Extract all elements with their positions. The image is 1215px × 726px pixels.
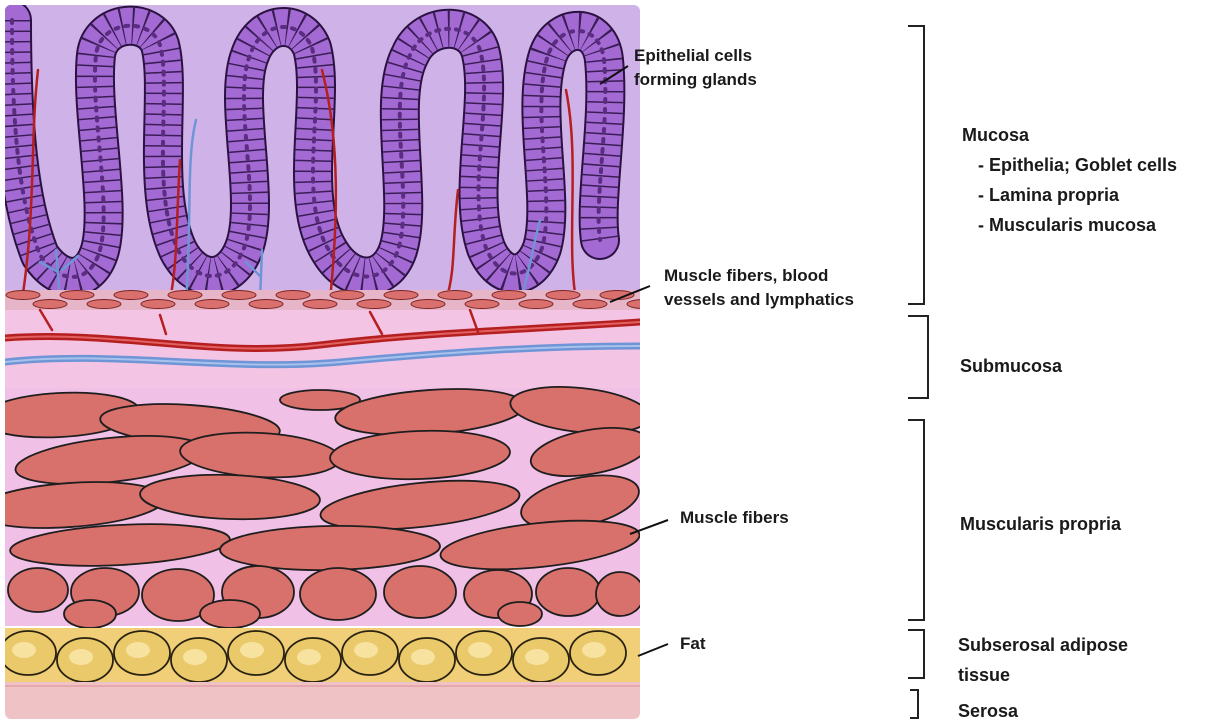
- muscularis-mucosa-cell: [573, 300, 607, 309]
- mucosa-title: Mucosa: [962, 125, 1029, 145]
- muscularis-mucosa-cell: [6, 291, 40, 300]
- muscularis-mucosa-cell: [465, 300, 499, 309]
- callout-glands-label: Epithelial cells forming glands: [634, 44, 757, 92]
- muscle-fiber-cross-section: [596, 572, 644, 616]
- muscularis-mucosa-cell: [411, 300, 445, 309]
- fat-cell-highlight: [582, 642, 606, 658]
- fat-cell-highlight: [69, 649, 93, 665]
- fat-cell-highlight: [468, 642, 492, 658]
- muscularis-mucosa-cell: [222, 291, 256, 300]
- mucosa-item-lamina-propria: - Lamina propria: [962, 180, 1177, 210]
- muscularis-mucosa-cell: [546, 291, 580, 300]
- muscularis-mucosa-cell: [114, 291, 148, 300]
- muscle-fiber-cross-section: [8, 568, 68, 612]
- subserosal-label: Subserosal adipose tissue: [958, 630, 1128, 690]
- brackets: [908, 26, 928, 718]
- muscularis-mucosa-cell: [141, 300, 175, 309]
- muscularis-mucosa-cell: [195, 300, 229, 309]
- fat-cell-highlight: [411, 649, 435, 665]
- muscularis-mucosa-cell: [303, 300, 337, 309]
- fat-cell-highlight: [12, 642, 36, 658]
- fat-cell-highlight: [126, 642, 150, 658]
- fat-cells: [0, 631, 626, 682]
- leader-line-icon: [638, 644, 668, 656]
- submucosa-label: Submucosa: [960, 351, 1062, 381]
- muscularis-mucosa-cell: [384, 291, 418, 300]
- fat-cell-highlight: [183, 649, 207, 665]
- muscularis-propria-label: Muscularis propria: [960, 509, 1121, 539]
- mucosa-item-epithelia: - Epithelia; Goblet cells: [962, 150, 1177, 180]
- muscle-fiber-cross-section: [200, 600, 260, 628]
- muscularis-mucosa-cell: [33, 300, 67, 309]
- bracket-icon: [910, 690, 918, 718]
- muscularis-mucosa-cell: [357, 300, 391, 309]
- bracket-icon: [908, 420, 924, 620]
- callout-fat-label: Fat: [680, 632, 706, 656]
- muscle-fiber-cross-section: [384, 566, 456, 618]
- fat-cell-highlight: [525, 649, 549, 665]
- bracket-icon: [908, 26, 924, 304]
- callout-muscle-vessels-label: Muscle fibers, blood vessels and lymphat…: [664, 264, 854, 312]
- muscle-fiber-cross-section: [64, 600, 116, 628]
- bracket-icon: [908, 316, 928, 398]
- muscle-fiber-cross-section: [300, 568, 376, 620]
- muscularis-mucosa-cell: [249, 300, 283, 309]
- mucosa-item-muscularis-mucosa: - Muscularis mucosa: [962, 210, 1177, 240]
- muscularis-mucosa-cell: [438, 291, 472, 300]
- muscularis-mucosa-cell: [87, 300, 121, 309]
- callout-muscle-fibers-label: Muscle fibers: [680, 506, 789, 530]
- muscularis-mucosa-cell: [60, 291, 94, 300]
- muscularis-mucosa-cell: [519, 300, 553, 309]
- muscle-fiber-cross-section: [536, 568, 600, 616]
- serosa-layer: [5, 682, 640, 722]
- muscularis-mucosa-cell: [168, 291, 202, 300]
- fat-cell-highlight: [354, 642, 378, 658]
- muscularis-mucosa-cell: [330, 291, 364, 300]
- fat-cell-highlight: [240, 642, 264, 658]
- fat-cell-highlight: [297, 649, 321, 665]
- mucosa-label: Mucosa - Epithelia; Goblet cells - Lamin…: [962, 120, 1177, 240]
- muscularis-mucosa-cell: [276, 291, 310, 300]
- muscularis-mucosa-cell: [492, 291, 526, 300]
- muscle-fiber-cross-section: [498, 602, 542, 626]
- bracket-icon: [908, 630, 924, 678]
- muscularis-mucosa-cell: [627, 300, 661, 309]
